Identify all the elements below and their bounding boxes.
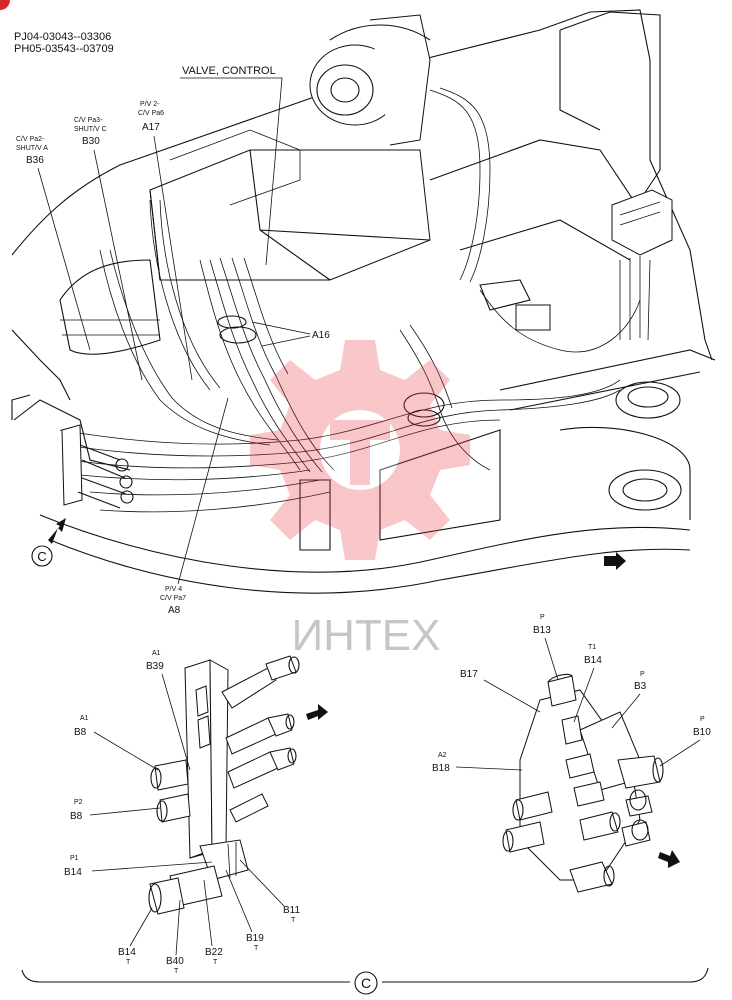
b39-label: B39 bbox=[146, 661, 164, 672]
b3-label: B3 bbox=[634, 681, 647, 692]
b18-leader bbox=[455, 766, 523, 771]
watermark-logo bbox=[250, 340, 470, 560]
footer-view-circle bbox=[354, 971, 378, 995]
b10-leader bbox=[659, 739, 701, 767]
b13-sub: P bbox=[540, 614, 545, 621]
b36-label: B36 bbox=[26, 155, 44, 166]
b3-leader bbox=[611, 693, 641, 729]
b14-sub: P1 bbox=[70, 855, 79, 862]
b19-label: B19 bbox=[246, 933, 264, 944]
b40-sub: T bbox=[174, 968, 179, 975]
serial-range-2: PH05-03543--03709 bbox=[14, 43, 114, 55]
b3-sub: P bbox=[640, 671, 645, 678]
right-detail-arrow-icon bbox=[658, 850, 680, 868]
view-c-arrow-icon bbox=[48, 518, 66, 544]
b39-sub: A1 bbox=[152, 650, 161, 657]
b8-a-label: B8 bbox=[74, 727, 87, 738]
b14-leader bbox=[91, 861, 213, 872]
b18-label: B18 bbox=[432, 763, 450, 774]
view-c-marker: C bbox=[37, 549, 46, 564]
b18-sub: A2 bbox=[438, 752, 447, 759]
footer-bracket-right bbox=[382, 967, 709, 983]
a8-sub-2: C/V Pa7 bbox=[160, 595, 186, 602]
serial-range-1: PJ04-03043--03306 bbox=[14, 31, 111, 43]
valve-control-label: VALVE, CONTROL bbox=[182, 65, 276, 77]
a8-leader bbox=[177, 397, 229, 585]
b10-sub: P bbox=[700, 716, 705, 723]
b22-sub: T bbox=[213, 959, 218, 966]
b14-right-sub: T1 bbox=[588, 644, 596, 651]
b8-b-label: B8 bbox=[70, 811, 83, 822]
b22-leader bbox=[203, 879, 213, 947]
view-c-circle bbox=[31, 545, 53, 567]
b14-right-label: B14 bbox=[584, 655, 602, 666]
left-detail-drawing bbox=[148, 655, 300, 915]
b17-leader bbox=[483, 679, 541, 713]
right-detail-drawing bbox=[502, 673, 664, 893]
b11-sub: T bbox=[291, 917, 296, 924]
b36-leader bbox=[37, 167, 91, 351]
direction-arrow-icon bbox=[604, 552, 626, 570]
b14-bottom-label: B14 bbox=[118, 947, 136, 958]
b30-sub-1: C/V Pa3- bbox=[74, 117, 103, 124]
b40-label: B40 bbox=[166, 956, 184, 967]
b19-sub: T bbox=[254, 945, 259, 952]
footer-view-c: C bbox=[361, 975, 371, 991]
b8-a-leader bbox=[93, 731, 159, 771]
b11-leader bbox=[239, 859, 285, 907]
b19-leader bbox=[225, 869, 253, 933]
b10-label: B10 bbox=[693, 727, 711, 738]
b14-label: B14 bbox=[64, 867, 82, 878]
a16-label: A16 bbox=[312, 330, 330, 341]
b14-bottom-sub: T bbox=[126, 959, 131, 966]
a17-sub-2: C/V Pa6 bbox=[138, 110, 164, 117]
b8-a-sub: A1 bbox=[80, 715, 89, 722]
valve-control-leader bbox=[180, 77, 283, 266]
upper-assembly-drawing bbox=[11, 9, 716, 594]
a8-label: A8 bbox=[168, 605, 181, 616]
b30-sub-2: SHUT/V C bbox=[74, 126, 107, 133]
b36-sub-1: C/V Pa2- bbox=[16, 136, 45, 143]
a17-label: A17 bbox=[142, 122, 160, 133]
watermark-text: ИНТЕХ bbox=[292, 611, 441, 660]
b8-b-sub: P2 bbox=[74, 799, 83, 806]
b13-label: B13 bbox=[533, 625, 551, 636]
b22-label: B22 bbox=[205, 947, 223, 958]
b11-label: B11 bbox=[283, 905, 300, 916]
b40-leader bbox=[175, 899, 181, 956]
b36-sub-2: SHUT/V A bbox=[16, 145, 48, 152]
left-detail-arrow-icon bbox=[306, 704, 328, 720]
a17-leader bbox=[153, 135, 193, 381]
corner-marker bbox=[0, 0, 10, 10]
footer-bracket-left bbox=[21, 969, 350, 983]
a8-sub-1: P/V 4 bbox=[165, 586, 182, 593]
b8-b-leader bbox=[89, 807, 161, 816]
b14-bottom-leader bbox=[129, 907, 153, 947]
a16-leaders bbox=[251, 321, 311, 347]
b13-leader bbox=[544, 637, 559, 681]
b39-leader bbox=[161, 673, 191, 771]
a17-sub-1: P/V 2- bbox=[140, 101, 160, 108]
b17-label: B17 bbox=[460, 669, 478, 680]
b30-leader bbox=[93, 149, 143, 381]
b30-label: B30 bbox=[82, 136, 100, 147]
b14-right-leader bbox=[573, 667, 595, 723]
